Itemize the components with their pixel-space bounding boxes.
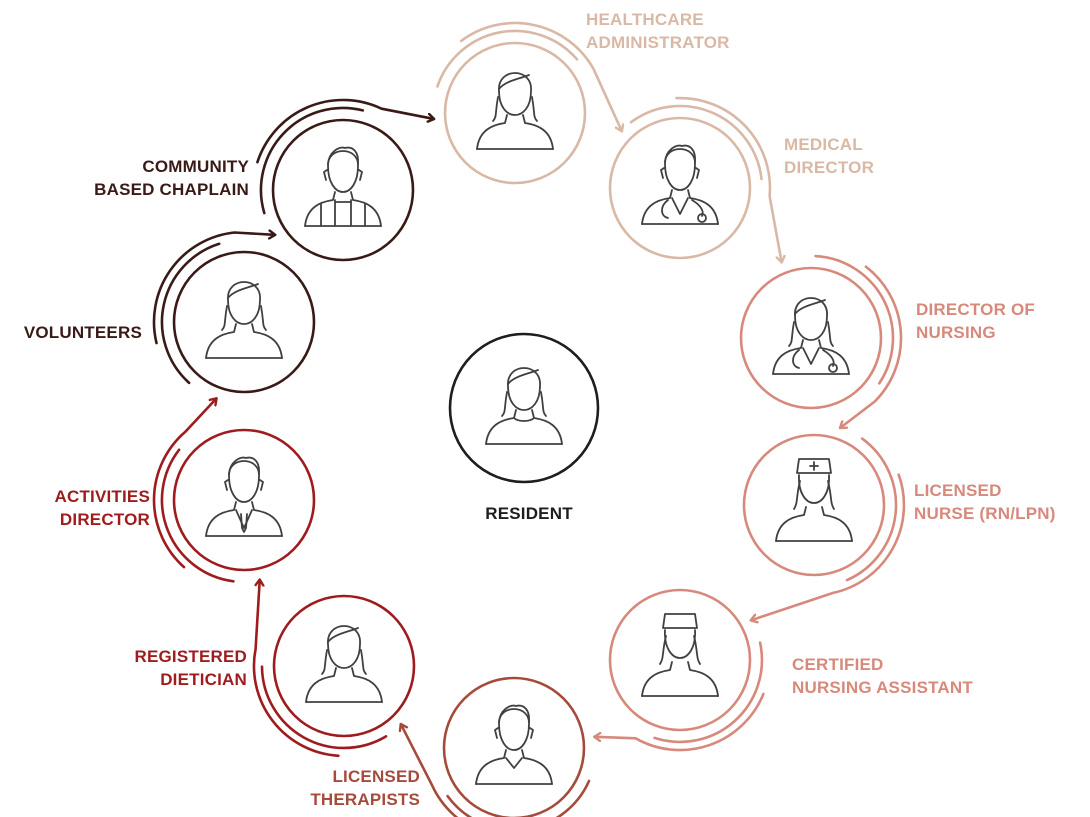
flow-arrow — [152, 233, 274, 385]
person-icon — [485, 367, 563, 445]
label-licensed-nurse: LICENSED NURSE (RN/LPN) — [914, 479, 1056, 525]
node-ring — [271, 118, 415, 262]
label-line: LICENSED — [914, 481, 1002, 500]
flow-arrow — [752, 437, 906, 620]
node-ring — [272, 594, 416, 738]
label-line: DIETICIAN — [160, 670, 247, 689]
node-director-of-nursing — [739, 266, 883, 410]
node-ring — [442, 676, 586, 817]
label-line: MEDICAL — [784, 135, 863, 154]
flow-arc-inner — [845, 437, 898, 582]
label-community-based-chaplain: COMMUNITY BASED CHAPLAIN — [94, 155, 249, 201]
woman-stethoscope-icon — [772, 297, 850, 375]
flow-arc-outer — [841, 265, 903, 428]
flow-arc-outer — [152, 233, 274, 345]
node-volunteers — [172, 250, 316, 394]
flow-arc-outer — [256, 98, 433, 164]
node-licensed-therapists — [442, 676, 586, 817]
label-line: VOLUNTEERS — [23, 323, 142, 342]
flow-arc-inner — [653, 641, 764, 744]
man-icon — [475, 704, 553, 785]
label-line: RESIDENT — [485, 504, 573, 523]
flow-arc-inner — [160, 242, 221, 385]
node-medical-director — [608, 116, 752, 260]
flow-arc-inner — [436, 29, 579, 88]
doctor-stethoscope-icon — [641, 144, 719, 225]
chaplain-icon — [304, 146, 382, 227]
label-healthcare-administrator: HEALTHCARE ADMINISTRATOR — [586, 8, 730, 54]
label-line: COMMUNITY — [142, 157, 249, 176]
label-line: HEALTHCARE — [586, 10, 704, 29]
label-activities-director: ACTIVITIES DIRECTOR — [54, 485, 150, 531]
flow-arrow — [401, 725, 591, 817]
nodes-layer — [172, 41, 886, 817]
label-medical-director: MEDICAL DIRECTOR — [784, 133, 874, 179]
flow-arc-outer — [675, 96, 782, 261]
node-ring — [443, 41, 587, 185]
label-certified-nursing-assistant: CERTIFIED NURSING ASSISTANT — [792, 653, 973, 699]
label-line: REGISTERED — [134, 647, 247, 666]
flow-arc-inner — [260, 665, 388, 750]
woman-icon — [476, 72, 554, 150]
flow-arc-inner — [814, 254, 895, 385]
flow-arrow — [252, 581, 388, 758]
flow-arc-inner — [629, 104, 763, 181]
label-line: DIRECTOR OF — [916, 300, 1036, 319]
node-ring — [739, 266, 883, 410]
flow-arc-outer — [152, 399, 216, 569]
label-line: NURSING — [916, 323, 996, 342]
flow-arc-inner — [160, 448, 235, 583]
node-registered-dietician — [272, 594, 416, 738]
man-tie-icon — [205, 456, 283, 537]
node-ring — [608, 116, 752, 260]
label-line: NURSE (RN/LPN) — [914, 504, 1056, 523]
woman-icon — [205, 281, 283, 359]
node-community-based-chaplain — [271, 118, 415, 262]
flow-arrow — [629, 96, 782, 261]
label-line: LICENSED — [332, 767, 420, 786]
flow-arc-outer — [252, 581, 340, 758]
label-line: DIRECTOR — [784, 158, 875, 177]
flow-arc-inner — [259, 106, 365, 215]
resident-ring — [448, 332, 600, 484]
label-line: ADMINISTRATOR — [586, 33, 730, 52]
flow-arrow — [814, 254, 903, 428]
flow-arrow — [256, 98, 433, 215]
label-line: ACTIVITIES — [54, 487, 150, 506]
flow-arrow — [436, 21, 621, 130]
node-ring — [608, 588, 752, 732]
label-registered-dietician: REGISTERED DIETICIAN — [134, 645, 247, 691]
label-resident: RESIDENT — [480, 502, 578, 525]
nurse-cap-icon — [641, 613, 719, 697]
flow-arrow — [595, 641, 765, 752]
node-healthcare-administrator — [443, 41, 587, 185]
node-ring — [742, 433, 886, 577]
node-ring — [172, 428, 316, 572]
label-line: NURSING ASSISTANT — [792, 678, 973, 697]
center-node — [448, 332, 600, 484]
node-activities-director — [172, 428, 316, 572]
label-line: CERTIFIED — [792, 655, 884, 674]
label-line: THERAPISTS — [310, 790, 420, 809]
nurse-cap-cross-icon — [775, 458, 853, 542]
flow-arc-outer — [595, 692, 765, 752]
flow-arrow — [152, 399, 235, 583]
arrows-layer — [152, 21, 906, 817]
node-licensed-nurse — [742, 433, 886, 577]
flow-arc-outer — [459, 21, 621, 130]
label-line: BASED CHAPLAIN — [94, 180, 249, 199]
woman-icon — [305, 625, 383, 703]
label-licensed-therapists: LICENSED THERAPISTS — [310, 765, 420, 811]
flow-arc-outer — [752, 473, 906, 620]
label-director-of-nursing: DIRECTOR OF NURSING — [916, 298, 1035, 344]
label-line: DIRECTOR — [59, 510, 150, 529]
node-certified-nursing-assistant — [608, 588, 752, 732]
node-ring — [172, 250, 316, 394]
flow-arc-inner — [446, 779, 591, 817]
flow-arc-outer — [401, 725, 459, 817]
label-volunteers: VOLUNTEERS — [24, 321, 142, 344]
